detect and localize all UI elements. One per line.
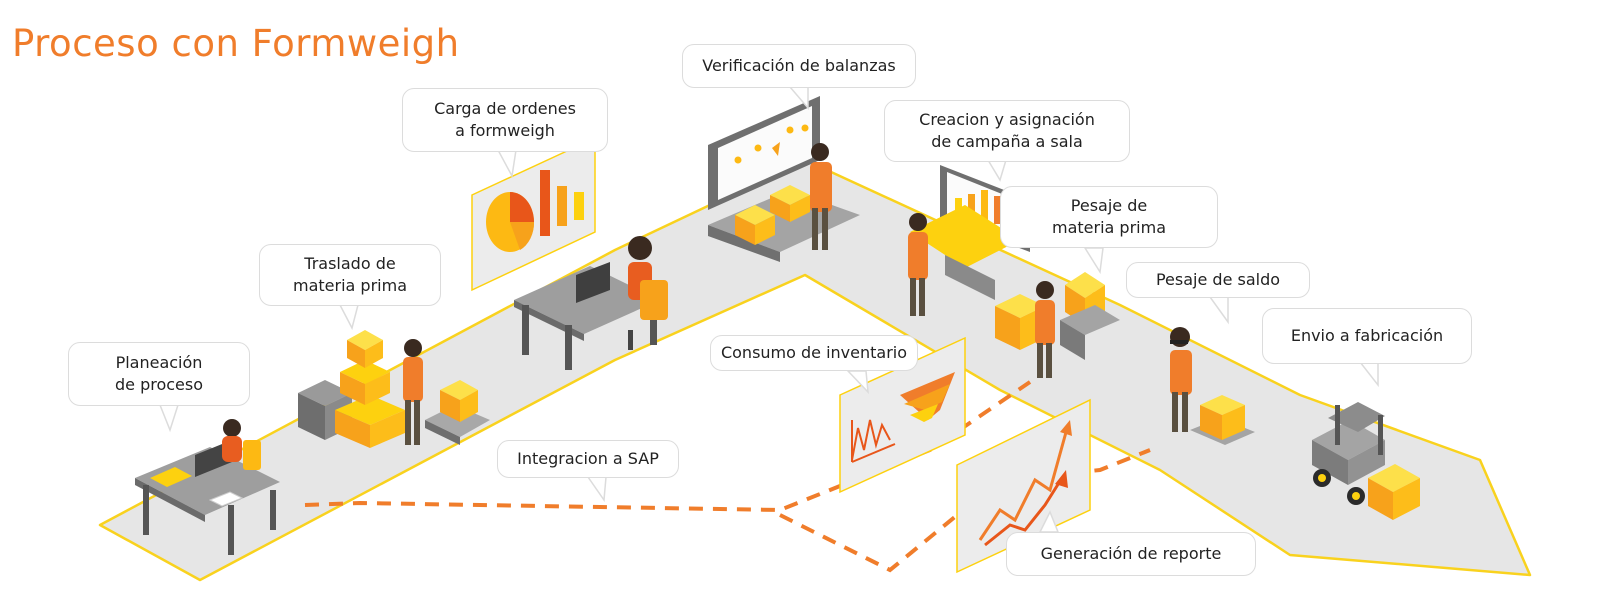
planning-desk	[135, 419, 280, 555]
step-consumo: Consumo de inventario	[710, 335, 918, 371]
raw-material-weighing-station	[995, 272, 1120, 378]
pie-chart-icon	[471, 136, 596, 292]
scale-verification-station	[708, 96, 860, 262]
page-title: Proceso con Formweigh	[12, 22, 460, 65]
step-verificacion: Verificación de balanzas	[682, 44, 916, 88]
balance-weighing-station	[1170, 327, 1255, 445]
step-carga: Carga de ordenes a formweigh	[402, 88, 608, 152]
step-planeacion: Planeación de proceso	[68, 342, 250, 406]
step-reporte: Generación de reporte	[1006, 532, 1256, 576]
step-envio: Envio a fabricación	[1262, 308, 1472, 364]
transport-station	[298, 330, 490, 448]
order-loading-station	[471, 136, 668, 370]
floor-path	[98, 158, 1532, 582]
trend-arrow-icon	[956, 398, 1091, 574]
step-creacion: Creacion y asignación de campaña a sala	[884, 100, 1130, 162]
step-pesaje-saldo: Pesaje de saldo	[1126, 262, 1310, 298]
forklift-icon	[1312, 402, 1420, 520]
line-chart-icon	[851, 419, 896, 463]
step-integracion: Integracion a SAP	[497, 440, 679, 478]
step-pesaje-materia-prima: Pesaje de materia prima	[1000, 186, 1218, 248]
step-traslado: Traslado de materia prima	[259, 244, 441, 306]
